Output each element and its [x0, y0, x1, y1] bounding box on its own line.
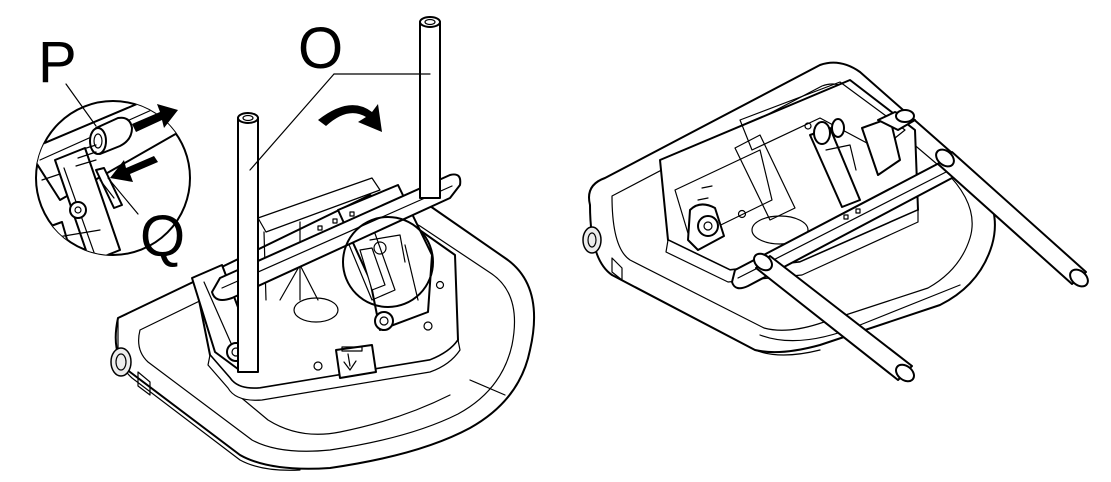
- left-assembly: [35, 16, 536, 471]
- label-o: O: [298, 16, 344, 81]
- warning-sticker: [335, 344, 377, 379]
- detail-circle-small: [342, 216, 434, 308]
- right-mechanism: [687, 117, 901, 251]
- left-handle-frame: [211, 16, 462, 373]
- label-o-leaders: [249, 73, 431, 171]
- pull-arrow-icon: [132, 104, 178, 132]
- right-handle-frame: [731, 109, 1089, 383]
- push-arrow-icon: [110, 156, 158, 182]
- small-detail-mechanism: [359, 234, 406, 291]
- right-assembly: [582, 61, 1089, 383]
- magnified-detail: [35, 83, 191, 256]
- label-p: P: [38, 30, 77, 95]
- label-q: Q: [140, 204, 186, 269]
- rotation-arrow-icon: [318, 104, 382, 132]
